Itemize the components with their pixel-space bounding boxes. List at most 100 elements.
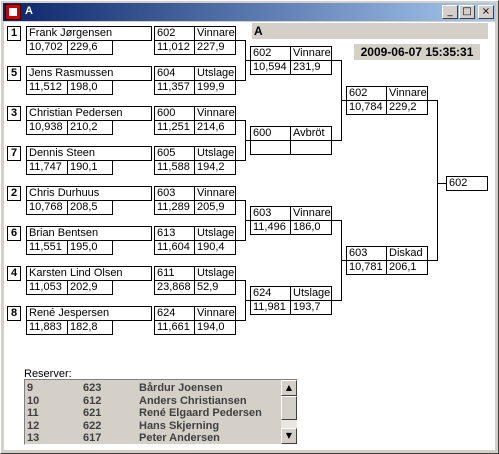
player-time: 11,551: [26, 240, 68, 255]
player-speed: 208,5: [67, 200, 113, 215]
player-name[interactable]: Chris Durhuus: [26, 186, 152, 201]
player-name[interactable]: Dennis Steen: [26, 146, 152, 161]
datetime-display: 2009-06-07 15:35:31: [354, 44, 480, 60]
r3-number[interactable]: 603: [346, 246, 387, 261]
r1-number[interactable]: 611: [154, 266, 195, 281]
r2-speed: 193,7: [290, 300, 332, 315]
player-time: 11,512: [26, 80, 68, 95]
r1-number[interactable]: 600: [154, 106, 195, 121]
player-time: 10,938: [26, 120, 68, 135]
r1-result: Vinnare: [194, 106, 236, 121]
seed-number: 1: [7, 26, 21, 41]
connector-line: [428, 100, 438, 101]
r1-result: Vinnare: [194, 186, 236, 201]
r1-number[interactable]: 603: [154, 186, 195, 201]
player-name[interactable]: Brian Bentsen: [26, 226, 152, 241]
reserve-name: Anders Christiansen: [139, 394, 247, 407]
reserve-number: 623: [83, 382, 102, 394]
r1-time: 11,357: [154, 80, 195, 95]
connector-line: [341, 100, 347, 101]
connector-line: [437, 183, 447, 184]
player-time: 11,883: [26, 320, 68, 335]
r1-time: 11,251: [154, 120, 195, 135]
connector-line: [437, 100, 438, 261]
connector-line: [236, 120, 246, 121]
r2-speed: 231,9: [290, 60, 332, 75]
player-speed: 198,0: [67, 80, 113, 95]
r1-time: 11,012: [154, 40, 195, 55]
player-name[interactable]: Christian Pedersen: [26, 106, 152, 121]
connector-line: [245, 140, 251, 141]
player-name[interactable]: Karsten Lind Olsen: [26, 266, 152, 281]
reserves-scrollbar[interactable]: ▲ ▼: [281, 380, 297, 444]
final-winner[interactable]: 602: [446, 176, 488, 191]
r2-speed: 186,0: [290, 220, 332, 235]
scroll-thumb[interactable]: [281, 396, 297, 420]
r1-number[interactable]: 613: [154, 226, 195, 241]
r1-time: 11,289: [154, 200, 195, 215]
seed-number: 7: [7, 146, 21, 161]
connector-line: [236, 40, 246, 41]
scroll-down-button[interactable]: ▼: [281, 428, 297, 444]
connector-line: [236, 160, 246, 161]
reserve-position: 12: [27, 419, 40, 432]
connector-line: [428, 260, 438, 261]
r2-result: Vinnare: [290, 206, 332, 221]
reserves-label: Reserver:: [24, 368, 72, 380]
r2-number[interactable]: 603: [250, 206, 291, 221]
r3-number[interactable]: 602: [346, 86, 387, 101]
connector-line: [236, 320, 246, 321]
maximize-button[interactable]: □: [459, 5, 475, 19]
r1-time: 23,868: [154, 280, 195, 295]
reserve-name: René Elgaard Pedersen: [139, 407, 262, 419]
r1-result: Vinnare: [194, 306, 236, 321]
r3-speed: 229,2: [386, 100, 428, 115]
reserve-name: Hans Skjerning: [139, 419, 220, 432]
r1-number[interactable]: 604: [154, 66, 195, 81]
r1-number[interactable]: 624: [154, 306, 195, 321]
seed-number: 5: [7, 66, 21, 81]
player-name[interactable]: René Jespersen: [26, 306, 152, 321]
r2-time: 10,594: [250, 60, 291, 75]
player-speed: 190,1: [67, 160, 113, 175]
r2-result: Avbröt: [290, 126, 332, 141]
reserve-position: 11: [27, 407, 39, 419]
reserve-number: 622: [83, 419, 102, 432]
reserve-name: Peter Andersen: [139, 432, 220, 444]
reserve-number: 617: [83, 432, 102, 444]
r2-number[interactable]: 600: [250, 126, 291, 141]
player-name[interactable]: Jens Rasmussen: [26, 66, 152, 81]
r2-number[interactable]: 624: [250, 286, 291, 301]
scroll-up-button[interactable]: ▲: [281, 380, 297, 396]
r1-result: Utslagen: [194, 146, 236, 161]
player-speed: 202,9: [67, 280, 113, 295]
reserve-name: Bårdur Joensen: [139, 382, 223, 394]
seed-number: 4: [7, 266, 21, 281]
r1-number[interactable]: 605: [154, 146, 195, 161]
r2-number[interactable]: 602: [250, 46, 291, 61]
r2-speed: [290, 140, 332, 155]
close-button[interactable]: ×: [478, 5, 494, 19]
connector-line: [236, 80, 246, 81]
r1-result: Utslagen: [194, 66, 236, 81]
r1-result: Utslagen: [194, 226, 236, 241]
r1-speed: 190,4: [194, 240, 236, 255]
seed-number: 2: [7, 186, 21, 201]
minimize-button[interactable]: _: [442, 5, 458, 19]
connector-line: [332, 140, 342, 141]
reserve-number: 621: [83, 407, 102, 419]
r3-result: Diskad: [386, 246, 428, 261]
reserve-position: 9: [27, 382, 34, 394]
connector-line: [341, 260, 347, 261]
connector-line: [236, 200, 246, 201]
player-time: 11,053: [26, 280, 68, 295]
r1-result: Vinnare: [194, 26, 236, 41]
r2-result: Vinnare: [290, 46, 332, 61]
player-name[interactable]: Frank Jørgensen: [26, 26, 152, 41]
r1-number[interactable]: 602: [154, 26, 195, 41]
app-icon[interactable]: [5, 4, 21, 20]
player-speed: 210,2: [67, 120, 113, 135]
title-bar[interactable]: A _ □ ×: [3, 3, 496, 21]
r3-time: 10,781: [346, 260, 387, 275]
